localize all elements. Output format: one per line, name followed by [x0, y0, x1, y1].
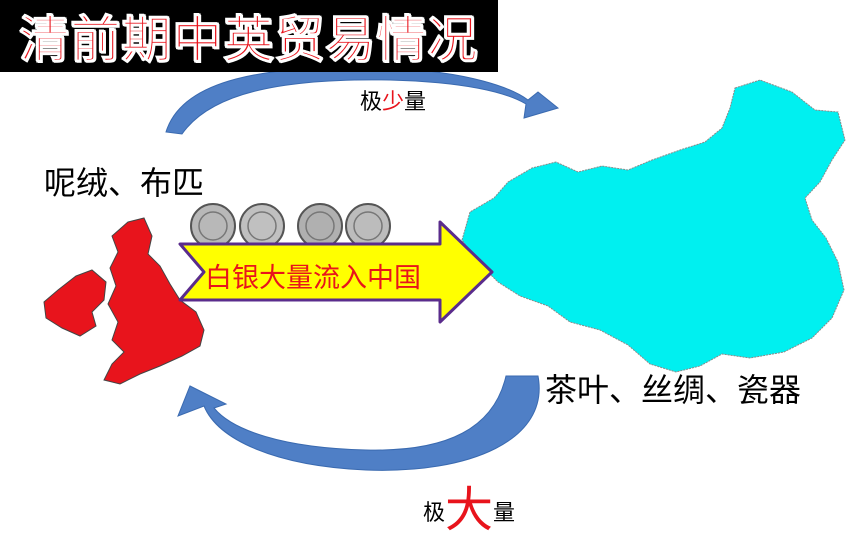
bottom-amount-label: 极大量	[423, 470, 515, 540]
silver-coin-icon	[297, 203, 343, 249]
china-map	[461, 79, 846, 373]
silver-flow-arrow	[178, 220, 494, 324]
title-banner: 清前期中英贸易情况	[0, 0, 498, 72]
amount-post: 量	[493, 501, 516, 526]
uk-exports-label: 呢绒、布匹	[44, 164, 205, 202]
amount-emphasis: 大	[445, 482, 494, 538]
top-curved-arrow	[165, 66, 560, 135]
silver-coin-icon	[239, 203, 285, 249]
page-title: 清前期中英贸易情况	[19, 10, 479, 70]
silver-coin-icon	[190, 203, 236, 249]
silver-coins	[190, 203, 391, 249]
amount-emphasis: 少	[382, 90, 405, 115]
silver-flow-label: 白银大量流入中国	[205, 263, 421, 294]
amount-post: 量	[404, 90, 427, 115]
amount-pre: 极	[423, 501, 446, 526]
silver-coin-icon	[345, 203, 391, 249]
bottom-curved-arrow	[177, 375, 540, 471]
britain-map	[103, 217, 205, 385]
amount-pre: 极	[360, 90, 383, 115]
top-amount-label: 极少量	[360, 84, 426, 116]
ireland-map	[43, 269, 107, 337]
china-exports-label: 茶叶、丝绸、瓷器	[545, 371, 802, 409]
